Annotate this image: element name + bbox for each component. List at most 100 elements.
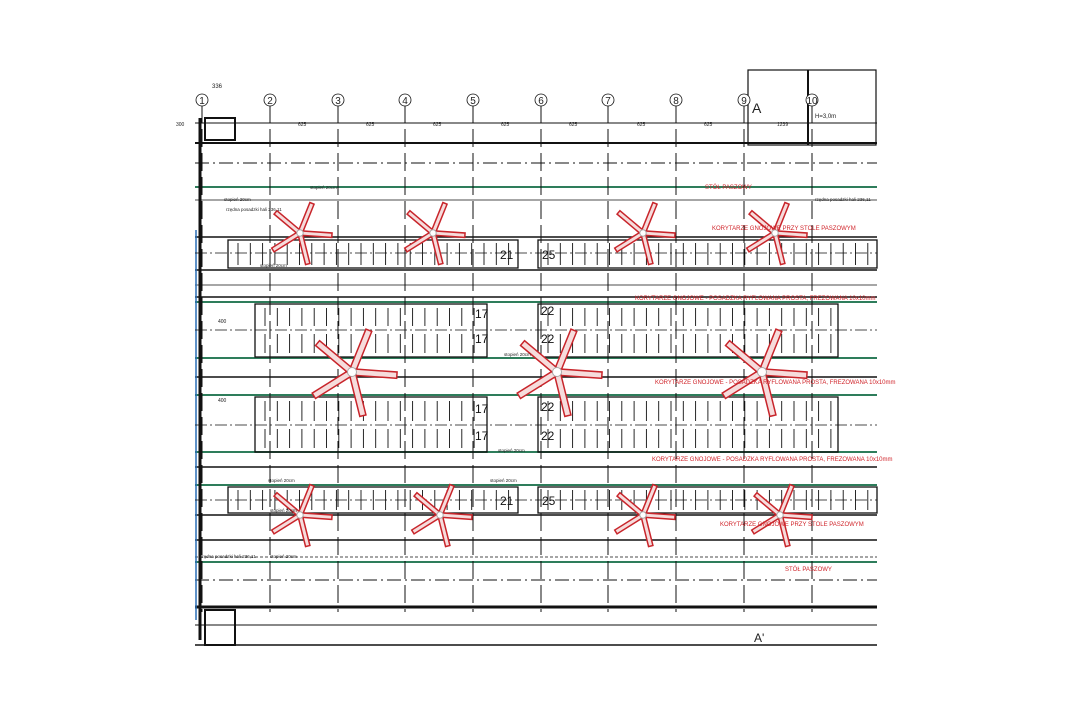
- step-label: stopień 20cm: [224, 197, 251, 202]
- step-label: stopień 20cm: [504, 352, 531, 357]
- fan-icon: [410, 483, 473, 548]
- step-label: stopień 20cm: [268, 478, 295, 483]
- floor-level-label: rzędna posadzki hali 236,11: [200, 554, 256, 559]
- dim-bay: 625: [433, 122, 442, 128]
- fan-hub: [757, 367, 767, 377]
- axis-label: 3: [335, 96, 341, 107]
- fan-icon: [403, 201, 466, 266]
- fan-blade: [429, 201, 449, 235]
- dim-bay: 625: [569, 122, 578, 128]
- manure-corridor-label: KORYTARZE GNOJOWE - POSADZKA RYFLOWANA P…: [652, 457, 892, 463]
- fan-hub: [347, 367, 357, 377]
- step-label: stopień 20cm: [260, 263, 287, 268]
- fan-blade: [439, 511, 473, 521]
- section-marker-a: A: [752, 100, 762, 116]
- dim-bay: 625: [501, 122, 510, 128]
- axis-bubble: [195, 93, 209, 107]
- corner-room: [204, 609, 236, 646]
- fan-icon: [750, 483, 813, 548]
- fan-icon: [721, 328, 808, 418]
- stall-count: 22: [541, 400, 555, 414]
- stall-count: 21: [500, 494, 514, 508]
- stall-count: 25: [542, 494, 556, 508]
- manure-corridor-label: KORYTARZE GNOJOWE PRZY STOLE PASZOWYM: [712, 226, 856, 232]
- stall-count: 22: [541, 429, 555, 443]
- height-note: H=3,0m: [815, 114, 836, 120]
- fan-hub: [436, 511, 444, 519]
- service-building: [747, 69, 877, 146]
- stall-count: 17: [475, 429, 489, 443]
- axis-bubble: [669, 93, 683, 107]
- dim-400: 400: [218, 319, 227, 325]
- step-label: stopień 20cm: [498, 448, 525, 453]
- dim-bay: 625: [366, 122, 375, 128]
- stall-count: 21: [500, 248, 514, 262]
- fan-blade: [639, 201, 659, 235]
- fan-blade: [639, 513, 654, 548]
- dim-300: 300: [176, 122, 185, 128]
- fan-hub: [771, 229, 779, 237]
- fan-blade: [296, 513, 311, 548]
- fan-blade: [299, 511, 333, 521]
- floor-level-label: rzędna posadzki hali 236,11: [226, 207, 282, 212]
- dim-1239: 1239: [777, 122, 788, 128]
- fan-blade: [779, 511, 813, 521]
- axis-bubble: [263, 93, 277, 107]
- axis-bubble: [331, 93, 345, 107]
- fan-blade: [758, 328, 783, 375]
- dim-bay: 625: [704, 122, 713, 128]
- fan-blade: [553, 328, 578, 375]
- fan-hub: [639, 511, 647, 519]
- stall-block: [537, 239, 878, 269]
- stall-count: 17: [475, 402, 489, 416]
- fan-hub: [296, 229, 304, 237]
- fan-hub: [296, 511, 304, 519]
- stall-count: 17: [475, 332, 489, 346]
- stall-block: [254, 303, 488, 358]
- fan-icon: [745, 201, 808, 266]
- section-marker-a-bottom: A': [754, 631, 764, 645]
- fan-blade: [758, 370, 777, 418]
- axis-label: 9: [741, 96, 747, 107]
- stall-count: 25: [542, 248, 556, 262]
- fan-hub: [429, 229, 437, 237]
- fan-blade: [436, 513, 451, 548]
- fan-blade: [776, 513, 791, 548]
- dim-bay: 625: [637, 122, 646, 128]
- stall-block: [537, 396, 839, 453]
- dim-400: 400: [218, 398, 227, 404]
- step-label: stopień 20cm: [270, 508, 297, 513]
- fan-hub: [639, 229, 647, 237]
- fan-blade: [348, 328, 373, 375]
- axis-label: 7: [605, 96, 611, 107]
- fan-icon: [613, 483, 676, 548]
- axis-label: 8: [673, 96, 679, 107]
- axis-label: 1: [199, 96, 205, 107]
- stall-count: 22: [541, 332, 555, 346]
- axis-bubble: [601, 93, 615, 107]
- fan-hub: [552, 367, 562, 377]
- step-label: stopień 20cm: [310, 185, 337, 190]
- stall-block: [227, 239, 519, 269]
- axis-bubble: [398, 93, 412, 107]
- fan-icon: [311, 328, 398, 418]
- axis-bubble: [737, 93, 751, 107]
- manure-corridor-label: KORYTARZE GNOJOWE - POSADZKA RYFLOWANA P…: [655, 380, 895, 386]
- feed-table-label: STÓŁ PASZOWY: [785, 566, 832, 573]
- axis-label: 2: [267, 96, 273, 107]
- fan-blade: [642, 511, 676, 521]
- axis-bubble: [466, 93, 480, 107]
- axis-label: 5: [470, 96, 476, 107]
- fan-icon: [270, 201, 333, 266]
- axis-bubble: [805, 93, 819, 107]
- manure-corridor-label: KORYTARZE GNOJOWE PRZY STOLE PASZOWYM: [720, 522, 864, 528]
- dim-336: 336: [212, 84, 223, 90]
- stall-block: [227, 486, 519, 514]
- fan-blade: [296, 201, 316, 235]
- fan-blade: [553, 370, 572, 418]
- ceiling-fans: [270, 201, 813, 548]
- corner-room: [204, 117, 236, 141]
- fan-icon: [270, 483, 333, 548]
- stall-block: [537, 486, 878, 514]
